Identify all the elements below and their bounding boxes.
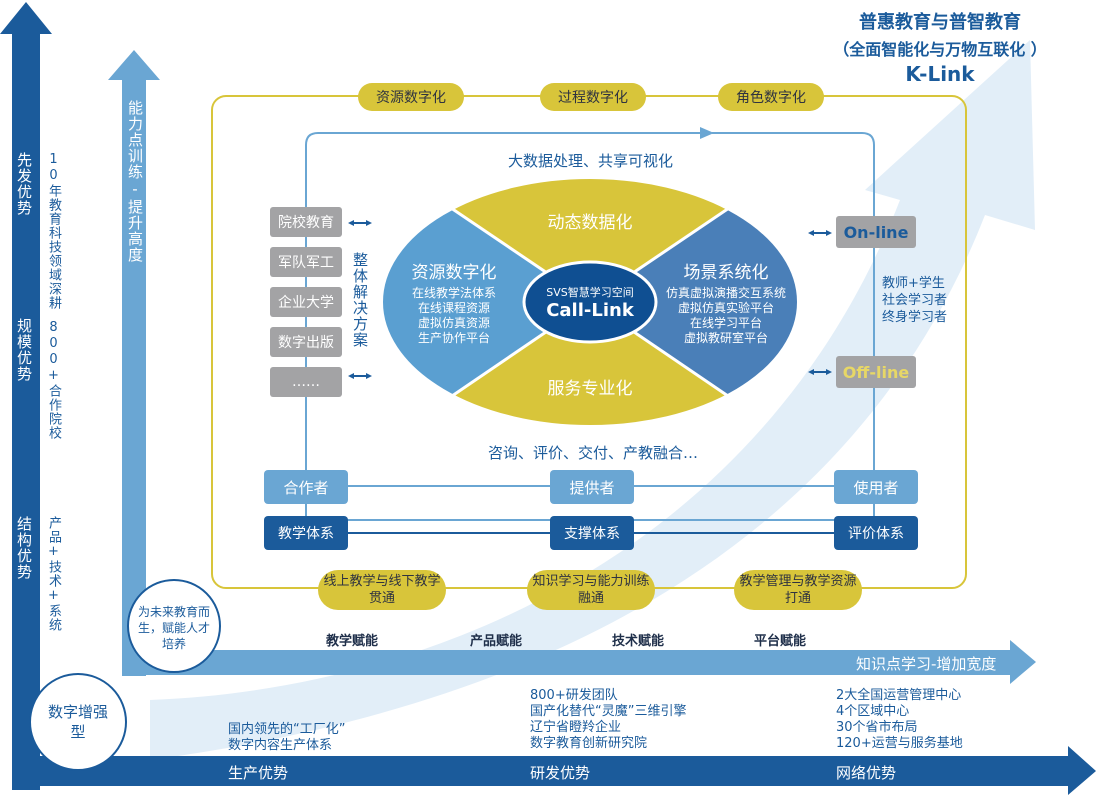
advantage-scale: 规模优势 <box>15 318 33 382</box>
pill-online-offline: 线上教学与线下教学贯通 <box>318 570 446 610</box>
advantage-structure: 结构优势 <box>15 516 33 580</box>
left-double-arrows <box>348 220 832 379</box>
left-vertical-axis-arrow <box>0 2 52 790</box>
title-brand: K-Link <box>905 62 975 86</box>
background-sweep-arrow <box>150 40 1035 760</box>
network-item: 2大全国运营管理中心 <box>836 688 962 703</box>
pill-role-digitization: 角色数字化 <box>718 83 824 111</box>
center-right-item: 在线学习平台 <box>689 316 762 330</box>
detail-first: 10年教育科技领域深耕 <box>46 152 61 310</box>
future-bubble-label: 为未来教育而生，赋能人才培养 <box>137 605 210 651</box>
center-right-block: 场景系统化 仿真虚拟演播交互系统 虚拟仿真实验平台 在线学习平台 虚拟教研室平台 <box>654 258 798 346</box>
audience-list: 教师+学生 社会学习者 终身学习者 <box>882 275 947 326</box>
solution-label: 整体解决方案 <box>351 252 369 348</box>
pill-knowledge-ability: 知识学习与能力训练融通 <box>527 570 655 610</box>
rnd-item: 800+研发团队 <box>530 688 618 703</box>
system-evaluation: 评价体系 <box>834 516 918 550</box>
center-left-item: 在线教学法体系 <box>411 286 496 300</box>
future-bubble-shape <box>127 579 221 673</box>
pill-management-resource: 教学管理与教学资源打通 <box>734 570 862 610</box>
box-college-education: 院校教育 <box>270 207 342 237</box>
advantage-first: 先发优势 <box>15 152 33 216</box>
pill-resource-digitization: 资源数字化 <box>358 83 464 111</box>
inner-vertical-label: 能力点训练-提升高度 <box>126 100 144 263</box>
audience-item: 教师+学生 <box>882 276 945 291</box>
center-left-item: 在线课程资源 <box>417 301 490 315</box>
consult-label: 咨询、评价、交付、产教融合… <box>488 444 699 462</box>
audience-item: 社会学习者 <box>882 293 948 308</box>
rnd-list: 800+研发团队 国产化替代“灵魔”三维引擎 辽宁省瞪羚企业 数字教育创新研究院 <box>530 688 686 752</box>
center-right-item: 仿真虚拟演播交互系统 <box>665 286 786 300</box>
center-right-item: 虚拟教研室平台 <box>683 331 768 345</box>
bottom-horizontal-axis-arrow <box>12 746 1096 795</box>
pill-process-digitization: 过程数字化 <box>540 83 646 111</box>
rnd-item: 辽宁省瞪羚企业 <box>530 720 622 735</box>
bottom-rnd: 研发优势 <box>530 764 591 782</box>
center-bottom-label: 服务专业化 <box>547 379 633 399</box>
center-core: SVS智慧学习空间 Call-Link <box>526 284 654 321</box>
center-top-label: 动态数据化 <box>547 213 633 233</box>
enable-tech: 技术赋能 <box>612 634 665 649</box>
center-left-item: 虚拟仿真资源 <box>417 316 490 330</box>
center-left-title: 资源数字化 <box>411 263 497 283</box>
system-support: 支撑体系 <box>550 516 634 550</box>
enable-platform: 平台赋能 <box>754 634 807 649</box>
rnd-item: 国产化替代“灵魔”三维引擎 <box>530 704 687 719</box>
big-data-label: 大数据处理、共享可视化 <box>508 152 674 170</box>
box-military: 军队军工 <box>270 247 342 277</box>
center-ellipse <box>381 177 799 427</box>
production-list: 国内领先的“工厂化” 数字内容生产体系 <box>228 722 345 754</box>
center-left-item: 生产协作平台 <box>417 331 490 345</box>
box-enterprise-university: 企业大学 <box>270 287 342 317</box>
bottom-network: 网络优势 <box>836 764 897 782</box>
rnd-item: 数字教育创新研究院 <box>530 736 648 751</box>
audience-item: 终身学习者 <box>882 310 948 325</box>
center-right-item: 虚拟仿真实验平台 <box>677 301 774 315</box>
center-right-title: 场景系统化 <box>683 263 769 283</box>
online-box: On-line <box>836 216 916 248</box>
blue-loop-line <box>305 132 875 521</box>
title-block: 普惠教育与普智教育 （全面智能化与万物互联化 ） K-Link <box>820 8 1060 86</box>
title-line2: （全面智能化与万物互联化 ） <box>833 40 1047 59</box>
role-user: 使用者 <box>834 470 918 504</box>
core-line1: SVS智慧学习空间 <box>546 286 634 299</box>
role-partner: 合作者 <box>264 470 348 504</box>
production-item: 国内领先的“工厂化” <box>228 722 346 737</box>
inner-vertical-axis-arrow <box>108 50 160 676</box>
enable-product: 产品赋能 <box>470 634 523 649</box>
system-teaching: 教学体系 <box>264 516 348 550</box>
box-digital-publishing: 数字出版 <box>270 327 342 357</box>
center-left-block: 资源数字化 在线教学法体系 在线课程资源 虚拟仿真资源 生产协作平台 <box>398 258 510 346</box>
network-item: 30个省市布局 <box>836 720 918 735</box>
corner-circle-label: 数字增强型 <box>47 703 108 741</box>
loop-arrowhead <box>700 127 714 139</box>
detail-scale: 800+合作院校 <box>46 320 61 440</box>
corner-circle-shape <box>29 673 127 771</box>
box-more: …… <box>270 367 342 397</box>
network-item: 4个区域中心 <box>836 704 910 719</box>
inner-horizontal-axis-arrow <box>122 640 1036 684</box>
title-line1: 普惠教育与普智教育 <box>859 12 1021 33</box>
role-provider: 提供者 <box>550 470 634 504</box>
inner-horizontal-label: 知识点学习-增加宽度 <box>856 655 997 673</box>
detail-structure: 产品+技术+系统 <box>46 516 61 632</box>
enable-teaching: 教学赋能 <box>326 634 379 649</box>
network-list: 2大全国运营管理中心 4个区域中心 30个省市布局 120+运营与服务基地 <box>836 688 963 752</box>
network-item: 120+运营与服务基地 <box>836 736 963 751</box>
bottom-production: 生产优势 <box>228 764 289 782</box>
core-line2: Call-Link <box>546 300 634 321</box>
offline-box: Off-line <box>836 356 916 388</box>
production-item: 数字内容生产体系 <box>228 738 333 753</box>
